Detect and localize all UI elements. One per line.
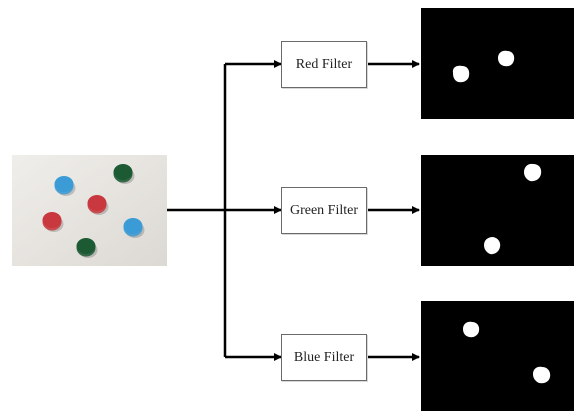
red-cap (87, 195, 109, 215)
blue-cap (123, 218, 145, 238)
red-filter-label: Red Filter (295, 56, 353, 72)
blue-filter-output-mask (421, 301, 574, 411)
blue-filter-label: Blue Filter (293, 349, 355, 365)
green-filter-label: Green Filter (289, 202, 359, 218)
mask-blob (524, 163, 542, 182)
mask-blob (533, 366, 551, 384)
input-photo (12, 155, 167, 266)
mask-blob (498, 50, 515, 67)
green-filter-output-mask (421, 155, 574, 266)
blue-cap (54, 176, 76, 196)
mask-blob (484, 237, 501, 255)
mask-blob (463, 321, 480, 338)
green-filter-box: Green Filter (281, 187, 367, 234)
red-filter-box: Red Filter (281, 41, 367, 88)
green-cap (113, 164, 135, 184)
red-filter-output-mask (421, 8, 574, 119)
red-cap (42, 212, 64, 232)
green-cap (76, 238, 98, 258)
connector-lines (167, 60, 420, 361)
mask-blob (452, 65, 470, 83)
blue-filter-box: Blue Filter (281, 334, 367, 381)
